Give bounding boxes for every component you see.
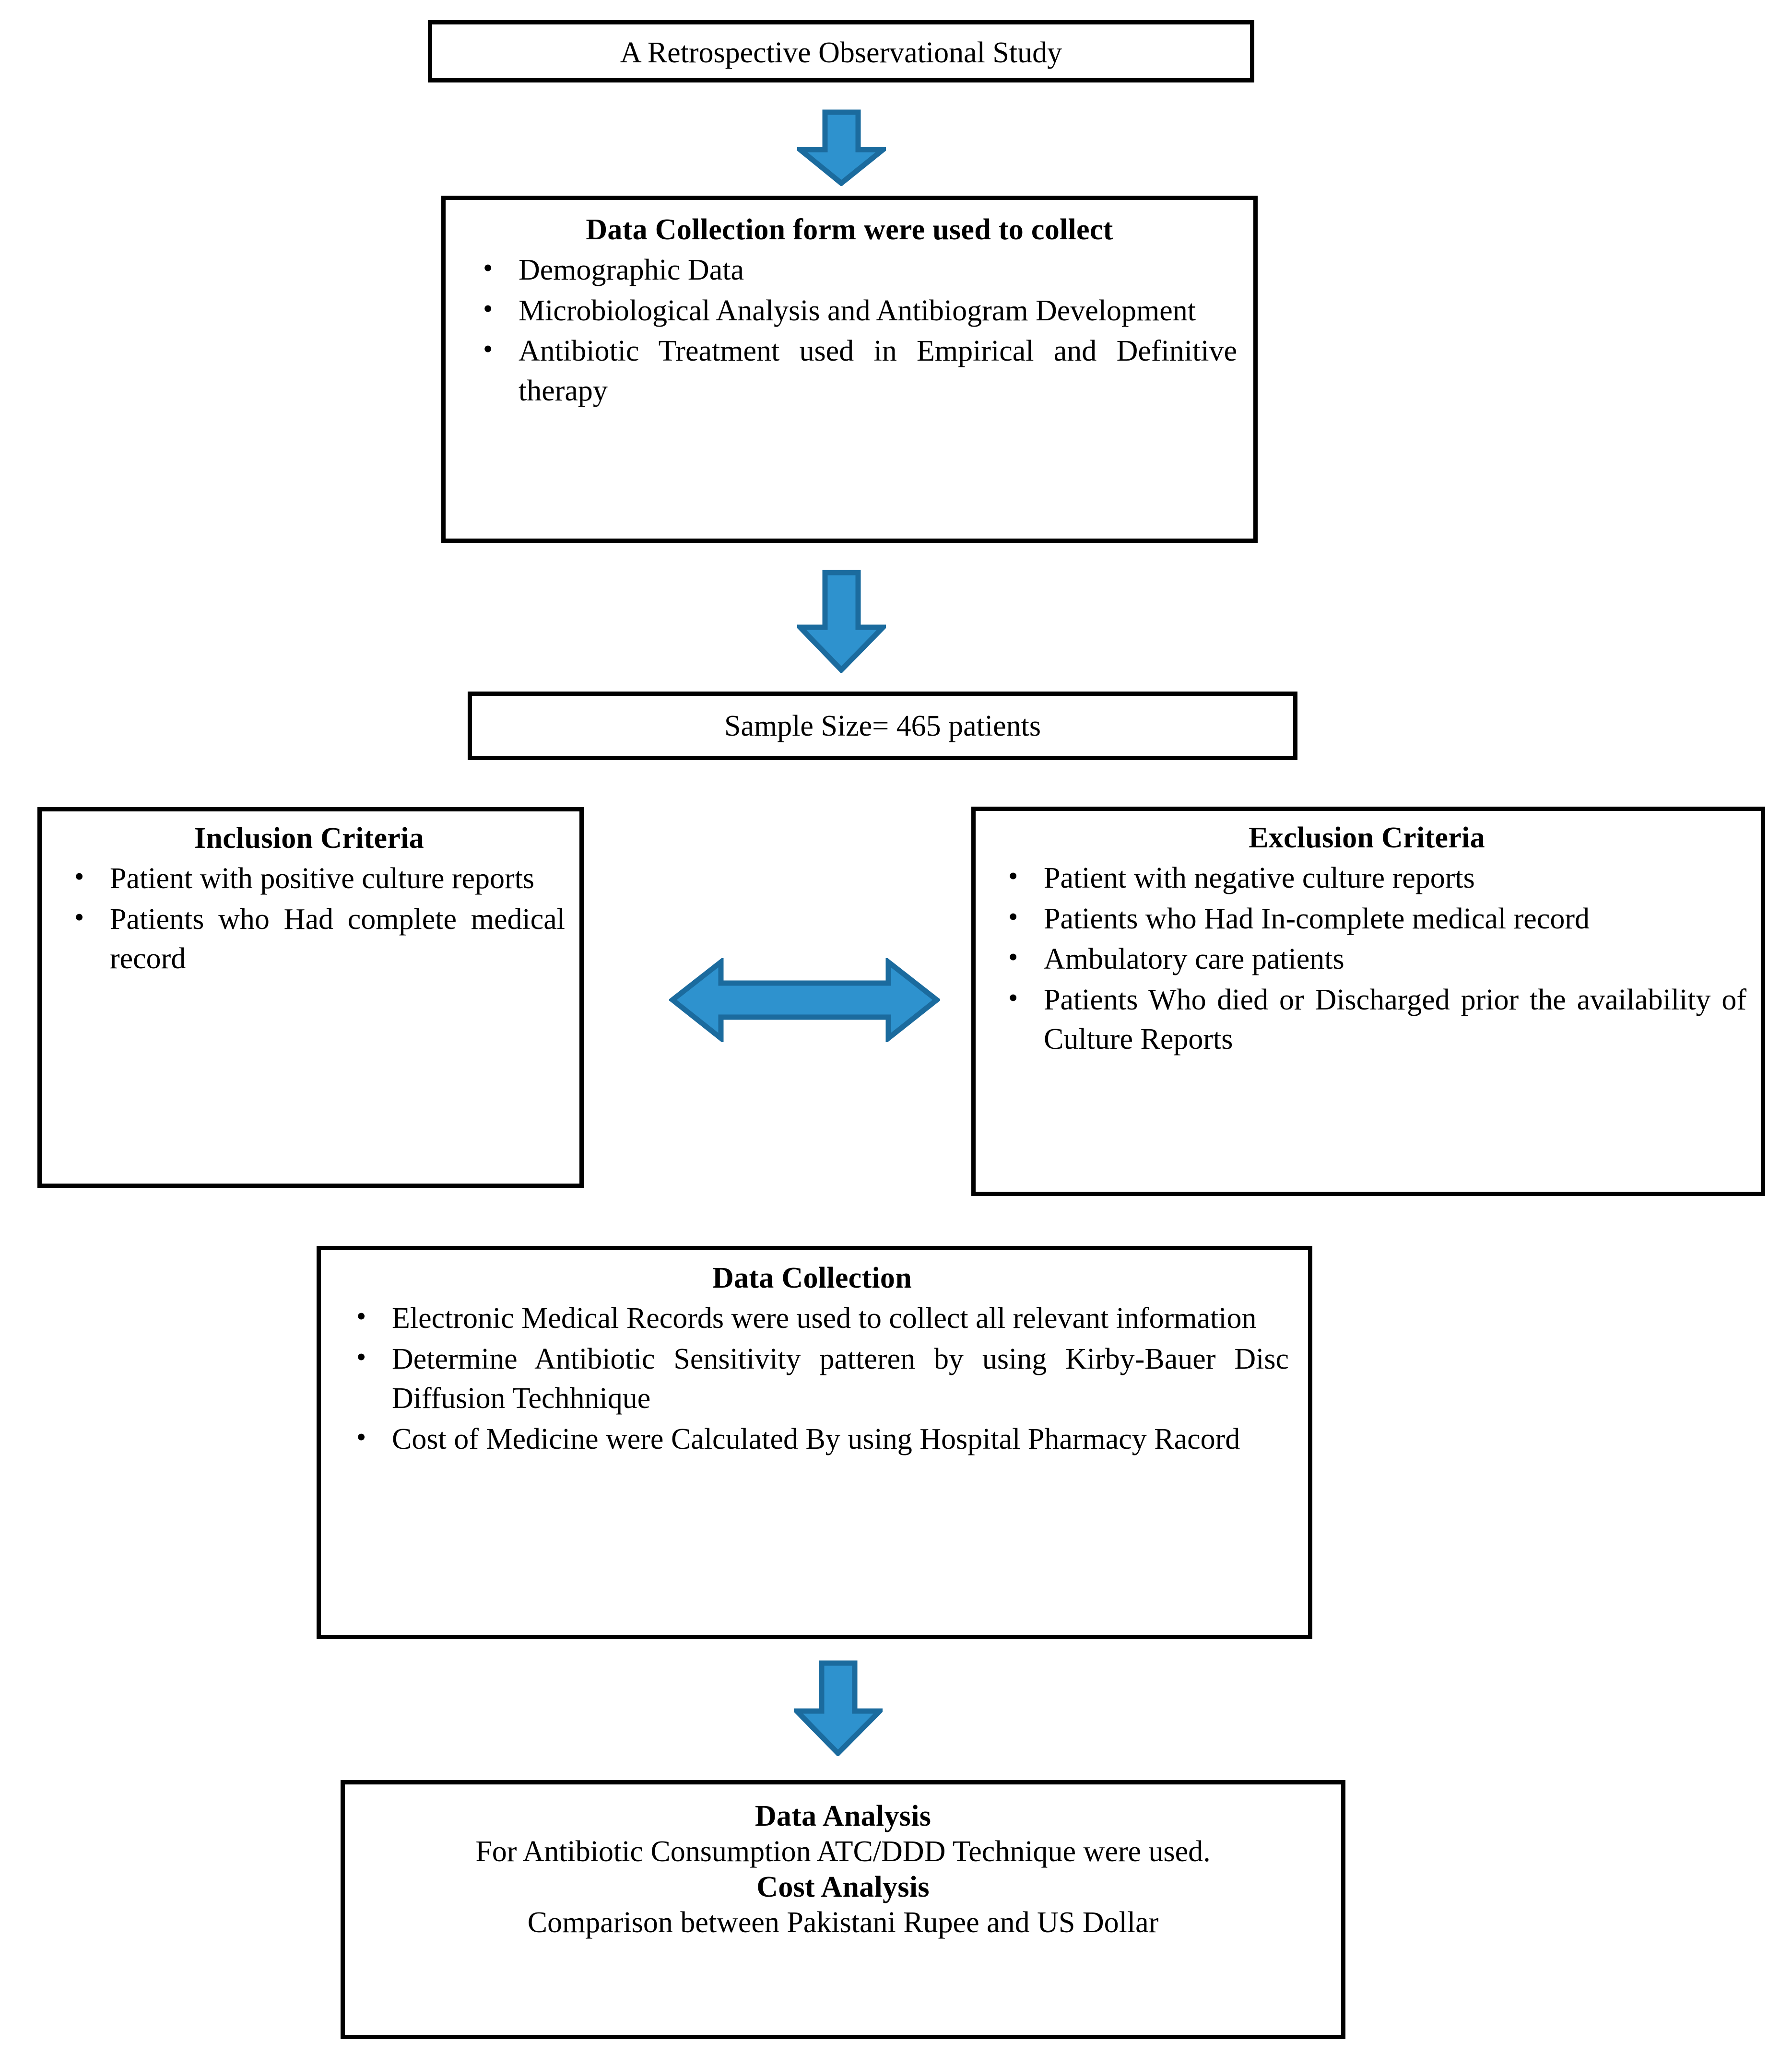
exclusion-criteria-bullets: Patient with negative culture reports Pa… (987, 857, 1746, 1059)
down-arrow-collection-to-analysis (794, 1660, 883, 1756)
node-sample-size: Sample Size= 465 patients (468, 692, 1297, 760)
cost-analysis-title: Cost Analysis (756, 1870, 930, 1903)
sample-size-text: Sample Size= 465 patients (724, 710, 1041, 742)
down-arrow-study-to-form (797, 109, 886, 186)
data-collection-form-title: Data Collection form were used to collec… (586, 213, 1113, 246)
exclusion-criteria-title: Exclusion Criteria (1249, 821, 1485, 854)
double-arrow-inclusion-exclusion (669, 958, 940, 1042)
data-collection-bullets: Electronic Medical Records were used to … (335, 1298, 1289, 1459)
data-collection-title: Data Collection (712, 1262, 912, 1294)
node-data-collection: Data Collection Electronic Medical Recor… (317, 1246, 1312, 1639)
list-item: Patients who Had In-complete medical rec… (987, 898, 1746, 939)
list-item: Cost of Medicine were Calculated By usin… (335, 1419, 1289, 1459)
data-collection-form-bullets: Demographic Data Microbiological Analysi… (462, 249, 1237, 411)
list-item: Electronic Medical Records were used to … (335, 1298, 1289, 1338)
list-item: Ambulatory care patients (987, 939, 1746, 979)
down-arrow-form-to-sample (797, 570, 886, 673)
inclusion-criteria-bullets: Patient with positive culture reports Pa… (53, 858, 565, 979)
inclusion-criteria-title: Inclusion Criteria (194, 822, 424, 855)
node-analysis: Data Analysis For Antibiotic Consumption… (341, 1780, 1345, 2039)
node-inclusion-criteria: Inclusion Criteria Patient with positive… (37, 807, 584, 1188)
list-item: Demographic Data (462, 249, 1237, 290)
study-type-text: A Retrospective Observational Study (620, 36, 1062, 69)
list-item: Microbiological Analysis and Antibiogram… (462, 290, 1237, 330)
list-item: Patients Who died or Discharged prior th… (987, 979, 1746, 1059)
cost-analysis-text: Comparison between Pakistani Rupee and U… (527, 1906, 1159, 1939)
list-item: Patient with negative culture reports (987, 857, 1746, 898)
node-data-collection-form: Data Collection form were used to collec… (441, 196, 1258, 543)
data-analysis-title: Data Analysis (755, 1800, 931, 1832)
node-study-type: A Retrospective Observational Study (428, 20, 1254, 82)
list-item: Patient with positive culture reports (53, 858, 565, 898)
node-exclusion-criteria: Exclusion Criteria Patient with negative… (971, 807, 1765, 1196)
list-item: Determine Antibiotic Sensitivity pattere… (335, 1338, 1289, 1419)
data-analysis-text: For Antibiotic Consumption ATC/DDD Techn… (475, 1835, 1211, 1868)
list-item: Patients who Had complete medical record (53, 899, 565, 979)
list-item: Antibiotic Treatment used in Empirical a… (462, 330, 1237, 411)
